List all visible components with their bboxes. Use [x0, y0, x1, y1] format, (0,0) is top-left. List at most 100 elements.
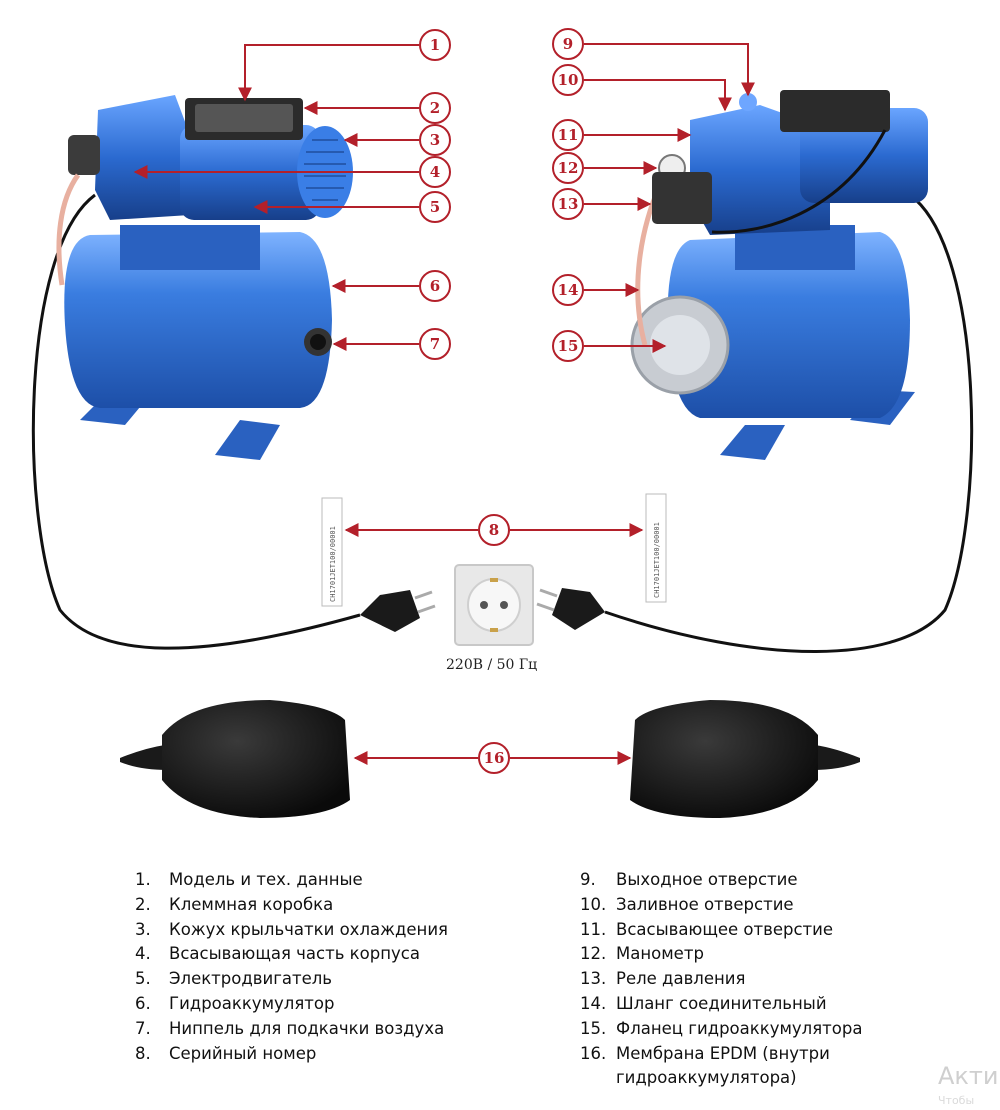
svg-text:16: 16 [484, 749, 505, 767]
power-cable [604, 193, 974, 653]
legend-number: 12. [580, 944, 607, 964]
callout-12: 12 [552, 152, 584, 184]
legend-number: 4. [135, 944, 151, 964]
legend-text: Реле давления [616, 969, 746, 989]
callout-14: 14 [552, 274, 584, 306]
activation-watermark-sub: Чтобы [938, 1094, 975, 1107]
callout-3: 3 [419, 124, 451, 156]
svg-text:CH1701JET100/00001: CH1701JET100/00001 [653, 522, 661, 598]
legend-number: 6. [135, 993, 151, 1013]
power-cable [31, 193, 361, 650]
legend-number: 14. [580, 993, 607, 1013]
tank-icon [667, 232, 910, 418]
legend-text: Модель и тех. данные [169, 870, 363, 889]
legend-text: Гидроаккумулятор [169, 993, 335, 1013]
tank-foot-icon [720, 425, 785, 460]
legend-text: Мембрана EPDM (внутри гидроаккумулятора) [616, 1043, 830, 1088]
callout-2: 2 [419, 92, 451, 124]
legend-item: 16. Мембрана EPDM (внутри гидроаккумулято… [580, 1042, 880, 1092]
callout-8: 8 [478, 514, 510, 546]
legend-text: Кожух крыльчатки охлаждения [169, 919, 448, 939]
serial-label-left: CH1701JET100/00001 [321, 497, 343, 607]
callout-5: 5 [419, 191, 451, 223]
terminal-box-icon [780, 90, 890, 132]
legend-item: 1. Модель и тех. данные [135, 868, 448, 893]
plug-left-icon [360, 590, 436, 632]
legend-text: Всасывающая часть корпуса [169, 944, 420, 964]
svg-text:6: 6 [430, 277, 440, 295]
callout-4: 4 [419, 156, 451, 188]
legend-item: 4. Всасывающая часть корпуса [135, 942, 448, 967]
legend-text: Всасывающее отверстие [616, 919, 834, 939]
pump-station-right [630, 90, 928, 460]
svg-text:CH1701JET100/00001: CH1701JET100/00001 [329, 526, 337, 602]
suction-port-icon [68, 135, 100, 175]
legend-text: Заливное отверстие [616, 894, 794, 914]
pump-body-icon [690, 105, 830, 235]
voltage-label: 220В / 50 Гц [446, 657, 538, 673]
svg-text:2: 2 [430, 99, 440, 117]
legend-text: Электродвигатель [169, 969, 333, 989]
callout-16: 16 [478, 742, 510, 774]
legend-number: 7. [135, 1018, 151, 1038]
svg-text:12: 12 [558, 159, 579, 177]
legend-number: 16. [580, 1043, 607, 1063]
legend-item: 6. Гидроаккумулятор [135, 992, 448, 1017]
legend-text: Ниппель для подкачки воздуха [169, 1018, 445, 1038]
pump-body-icon [95, 95, 190, 220]
legend-number: 11. [580, 919, 607, 939]
legend-number: 1. [135, 870, 151, 889]
callout-7: 7 [419, 328, 451, 360]
membrane-left-icon [120, 700, 350, 818]
membrane-right-icon [630, 700, 860, 818]
legend-item: 3. Кожух крыльчатки охлаждения [135, 918, 448, 943]
callout-10: 10 [552, 64, 584, 96]
svg-text:5: 5 [430, 198, 440, 216]
legend-text: Серийный номер [169, 1043, 317, 1063]
callout-15: 15 [552, 330, 584, 362]
activation-watermark: Акти [938, 1062, 999, 1090]
legend-right: 9.Выходное отверстие 10.Заливное отверст… [580, 868, 880, 1091]
pump-station-diagram: CH1701JET100/00001 CH1701JET100/00001 1 [31, 28, 974, 818]
callout-6: 6 [419, 270, 451, 302]
svg-text:11: 11 [558, 126, 579, 144]
serial-label-right: CH1701JET100/00001 [645, 493, 667, 603]
tank-icon [64, 232, 333, 408]
legend-number: 3. [135, 919, 151, 939]
legend-item: 2. Клеммная коробка [135, 893, 448, 918]
legend-item: 10. Заливное отверстие [580, 893, 880, 918]
callout-13: 13 [552, 188, 584, 220]
svg-text:15: 15 [558, 337, 579, 355]
svg-text:7: 7 [430, 335, 440, 353]
legend-number: 15. [580, 1018, 607, 1038]
plug-right-icon [536, 588, 605, 630]
legend-item: 5. Электродвигатель [135, 967, 448, 992]
legend-item: 8.Серийный номер [135, 1042, 448, 1067]
tank-foot-icon [215, 420, 280, 460]
legend-number: 10. [580, 894, 607, 914]
legend-text: Клеммная коробка [169, 894, 334, 914]
legend-item: 14. Шланг соединительный [580, 992, 880, 1017]
svg-text:4: 4 [430, 163, 440, 181]
legend-item: 13. Реле давления [580, 967, 880, 992]
legend-text: Выходное отверстие [616, 870, 798, 889]
hose-icon [56, 173, 81, 286]
legend-left: 1. Модель и тех. данные 2. Клеммная коробк… [135, 868, 448, 1066]
callout-1: 1 [419, 29, 451, 61]
svg-text:3: 3 [430, 131, 440, 149]
legend-number: 2. [135, 894, 151, 914]
tank-bracket-icon [120, 225, 260, 270]
svg-text:1: 1 [430, 36, 440, 54]
svg-text:9: 9 [563, 35, 573, 53]
legend-item: 7. Ниппель для подкачки воздуха [135, 1017, 448, 1042]
socket-icon [454, 564, 534, 646]
legend-number: 13. [580, 969, 607, 989]
callout-9: 9 [552, 28, 584, 60]
power-cable [711, 129, 887, 234]
legend-item: 12.Манометр [580, 942, 880, 967]
legend-item: 15.Фланец гидроаккумулятора [580, 1017, 880, 1042]
legend-number: 5. [135, 969, 151, 989]
svg-text:13: 13 [558, 195, 579, 213]
svg-text:8: 8 [489, 521, 499, 539]
legend-text: Шланг соединительный [616, 993, 827, 1013]
